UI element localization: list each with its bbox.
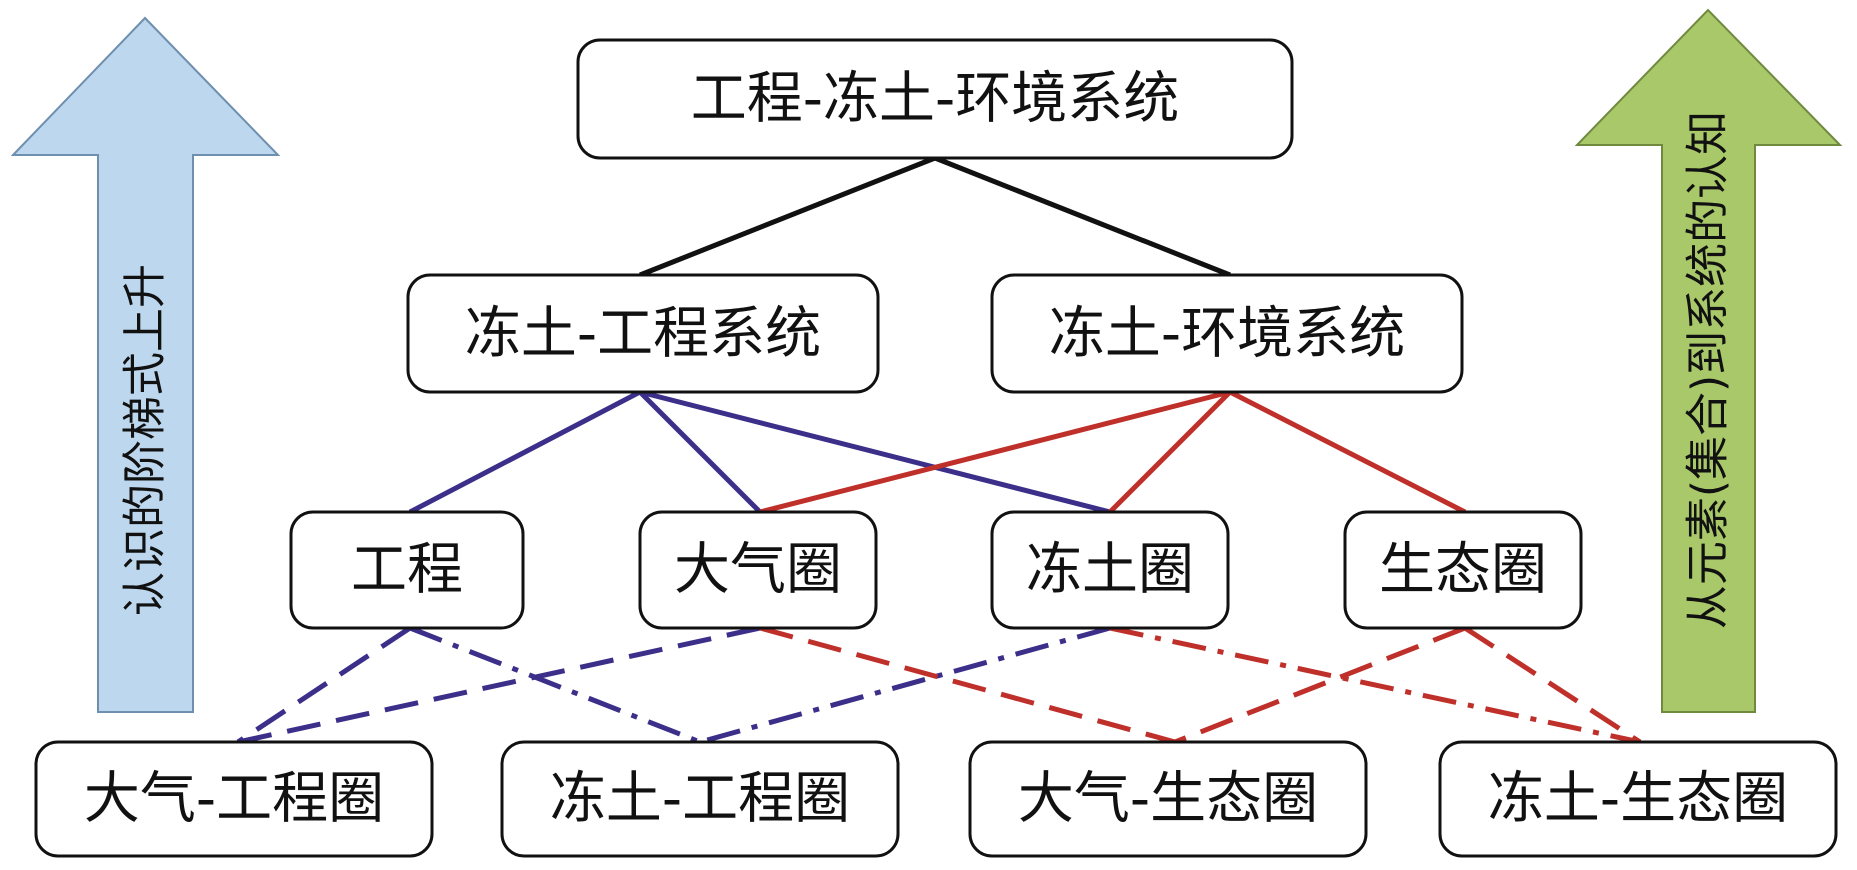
node-engineering-label: 工程 [351, 538, 463, 603]
edge-system-cryosphere [639, 389, 1111, 515]
edge-system-atmosphere [638, 390, 762, 514]
left-arrow-shape [10, 16, 281, 713]
edge-ecosphere-frozen-ecology [1463, 625, 1642, 745]
node-atmosphere-ecology-label: 大气-生态圈 [1018, 767, 1318, 832]
edge-root-frozen-environment-system [934, 155, 1231, 278]
node-ecosphere-label: 生态圈 [1379, 538, 1547, 603]
node-atmosphere-label: 大气圈 [674, 538, 842, 603]
node-atmosphere-ecology: 大气-生态圈 [968, 740, 1368, 858]
edge-root-frozen-engineering-system [639, 155, 936, 278]
left-up-arrow: 认识的阶梯式上升 [10, 16, 281, 713]
node-ecosphere: 生态圈 [1343, 510, 1583, 630]
node-root-label: 工程-冻土-环境系统 [691, 67, 1179, 132]
edge-cryosphere-frozen-ecology [1109, 625, 1641, 745]
node-frozen-environment-system-label: 冻土-环境系统 [1049, 302, 1405, 367]
node-cryosphere: 冻土圈 [990, 510, 1230, 630]
edge-envsystem-ecosphere [1228, 389, 1467, 515]
node-frozen-engineering-system: 冻土-工程系统 [406, 273, 880, 394]
left-arrow-label: 认识的阶梯式上升 [120, 264, 171, 616]
edge-envsystem-atmosphere [759, 389, 1231, 515]
node-atmosphere: 大气圈 [638, 510, 878, 630]
node-root: 工程-冻土-环境系统 [576, 38, 1294, 160]
node-frozen-engineering-system-label: 冻土-工程系统 [465, 302, 821, 367]
node-atmosphere-engineering: 大气-工程圈 [34, 740, 434, 858]
right-up-arrow: 从元素(集合)到系统的认知 [1574, 8, 1843, 713]
node-frozen-environment-system: 冻土-环境系统 [990, 273, 1464, 394]
edge-atmosphere-atmosphere-engineering [237, 625, 761, 745]
edge-ecosphere-atmosphere-ecology [1174, 625, 1466, 745]
node-frozen-ecology: 冻土-生态圈 [1438, 740, 1838, 858]
edge-cryosphere-frozen-engineering [699, 625, 1111, 745]
node-cryosphere-label: 冻土圈 [1026, 538, 1194, 603]
node-atmosphere-engineering-label: 大气-工程圈 [84, 767, 384, 832]
node-frozen-engineering: 冻土-工程圈 [500, 740, 900, 858]
edge-system-engineering [408, 389, 642, 515]
edges [236, 155, 1642, 745]
edge-envsystem-cryosphere [1108, 390, 1232, 514]
node-engineering: 工程 [289, 510, 525, 630]
edge-atmosphere-atmosphere-ecology [759, 625, 1176, 745]
edge-engineering-atmosphere-engineering [236, 625, 412, 745]
edge-engineering-frozen-engineering [409, 625, 701, 745]
right-arrow-shape [1574, 8, 1843, 713]
nodes: 工程-冻土-环境系统 冻土-工程系统 冻土-环境系统 工程 大气圈 冻土圈 生态… [34, 38, 1838, 858]
node-frozen-ecology-label: 冻土-生态圈 [1488, 767, 1788, 832]
right-arrow-label: 从元素(集合)到系统的认知 [1683, 111, 1734, 629]
node-frozen-engineering-label: 冻土-工程圈 [550, 767, 850, 832]
